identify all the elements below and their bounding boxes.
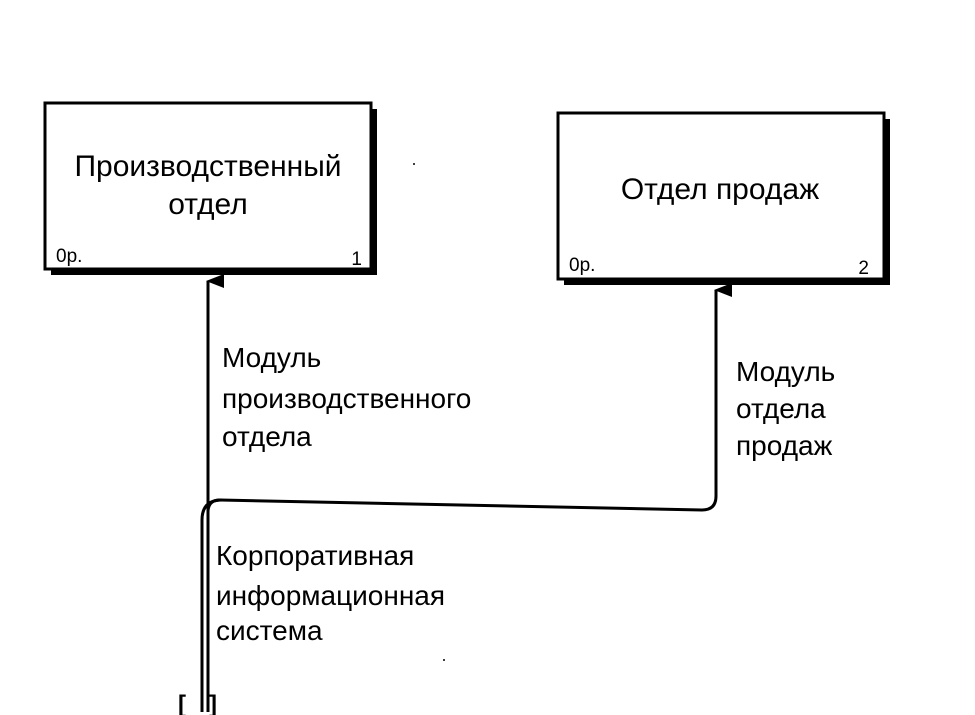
production-module-line-2: производственного — [222, 383, 471, 414]
box-production-title-line-2: отдел — [168, 188, 247, 221]
function-box-production[interactable]: Производственный отдел 0р. 1 — [43, 101, 377, 275]
arrow-label-corporate-system: Корпоративная информационная система — [216, 540, 445, 646]
box-production-title-line-1: Производственный — [74, 150, 341, 183]
corporate-system-line-2: информационная — [216, 580, 445, 611]
tunnel-bracket-open: [ — [178, 691, 186, 715]
sales-module-line-2: отдела — [736, 393, 826, 424]
box-sales-cost: 0р. — [569, 255, 595, 276]
sales-module-line-1: Модуль — [736, 356, 835, 387]
production-module-line-3: отдела — [222, 421, 312, 452]
corporate-system-line-3: система — [216, 615, 323, 646]
function-box-sales[interactable]: Отдел продаж 0р. 2 — [556, 111, 890, 285]
box-sales-frame — [556, 111, 886, 281]
box-sales-title-line-1: Отдел продаж — [621, 173, 819, 206]
arrow-label-production-module: Модуль производственного отдела — [222, 342, 471, 452]
scan-speck — [443, 659, 445, 661]
corporate-system-line-1: Корпоративная — [216, 540, 414, 571]
box-production-frame — [43, 101, 373, 271]
arrow-to-sales[interactable] — [206, 283, 732, 513]
tunnel-bracket-close: ] — [209, 691, 217, 715]
box-production-cost: 0р. — [56, 246, 82, 267]
scan-speck — [413, 163, 415, 165]
box-production-number: 1 — [351, 249, 362, 270]
arrow-label-sales-module: Модуль отдела продаж — [736, 356, 835, 461]
production-module-line-1: Модуль — [222, 342, 321, 373]
box-sales-number: 2 — [858, 258, 869, 279]
sales-module-line-3: продаж — [736, 430, 833, 461]
